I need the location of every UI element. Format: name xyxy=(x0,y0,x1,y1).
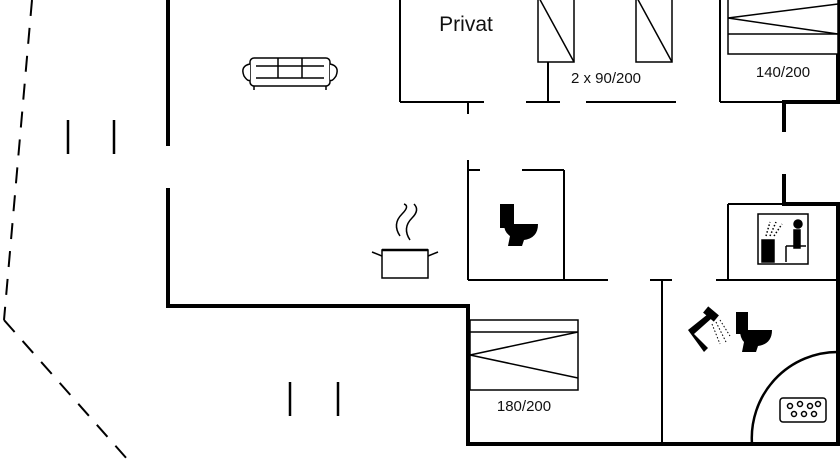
bed-double-top-label: 140/200 xyxy=(756,64,810,81)
toilet-icon xyxy=(500,204,538,246)
bed-icon xyxy=(635,0,673,63)
cooking-pot-icon xyxy=(371,203,439,279)
shower-icon xyxy=(688,306,731,352)
bed-twin-label: 2 x 90/200 xyxy=(571,70,641,87)
bed-icon xyxy=(537,0,575,63)
interior-walls xyxy=(399,0,838,444)
private-room-label: Privat xyxy=(439,13,493,36)
toilet-icon xyxy=(736,312,772,352)
bed-double-bottom-label: 180/200 xyxy=(497,398,551,415)
sauna-icon xyxy=(757,213,809,265)
terrace-windows xyxy=(66,120,340,416)
bed-double-bottom xyxy=(469,319,579,391)
bed-icon xyxy=(469,319,579,391)
door-arc xyxy=(750,350,839,445)
whirlpool-icon xyxy=(779,397,827,423)
sofa-icon xyxy=(242,57,338,90)
bed-icon xyxy=(727,0,839,55)
bed-double-top xyxy=(727,0,839,55)
exterior-walls xyxy=(166,0,840,446)
bed-twin xyxy=(537,0,673,63)
terrace-outline xyxy=(3,0,129,460)
